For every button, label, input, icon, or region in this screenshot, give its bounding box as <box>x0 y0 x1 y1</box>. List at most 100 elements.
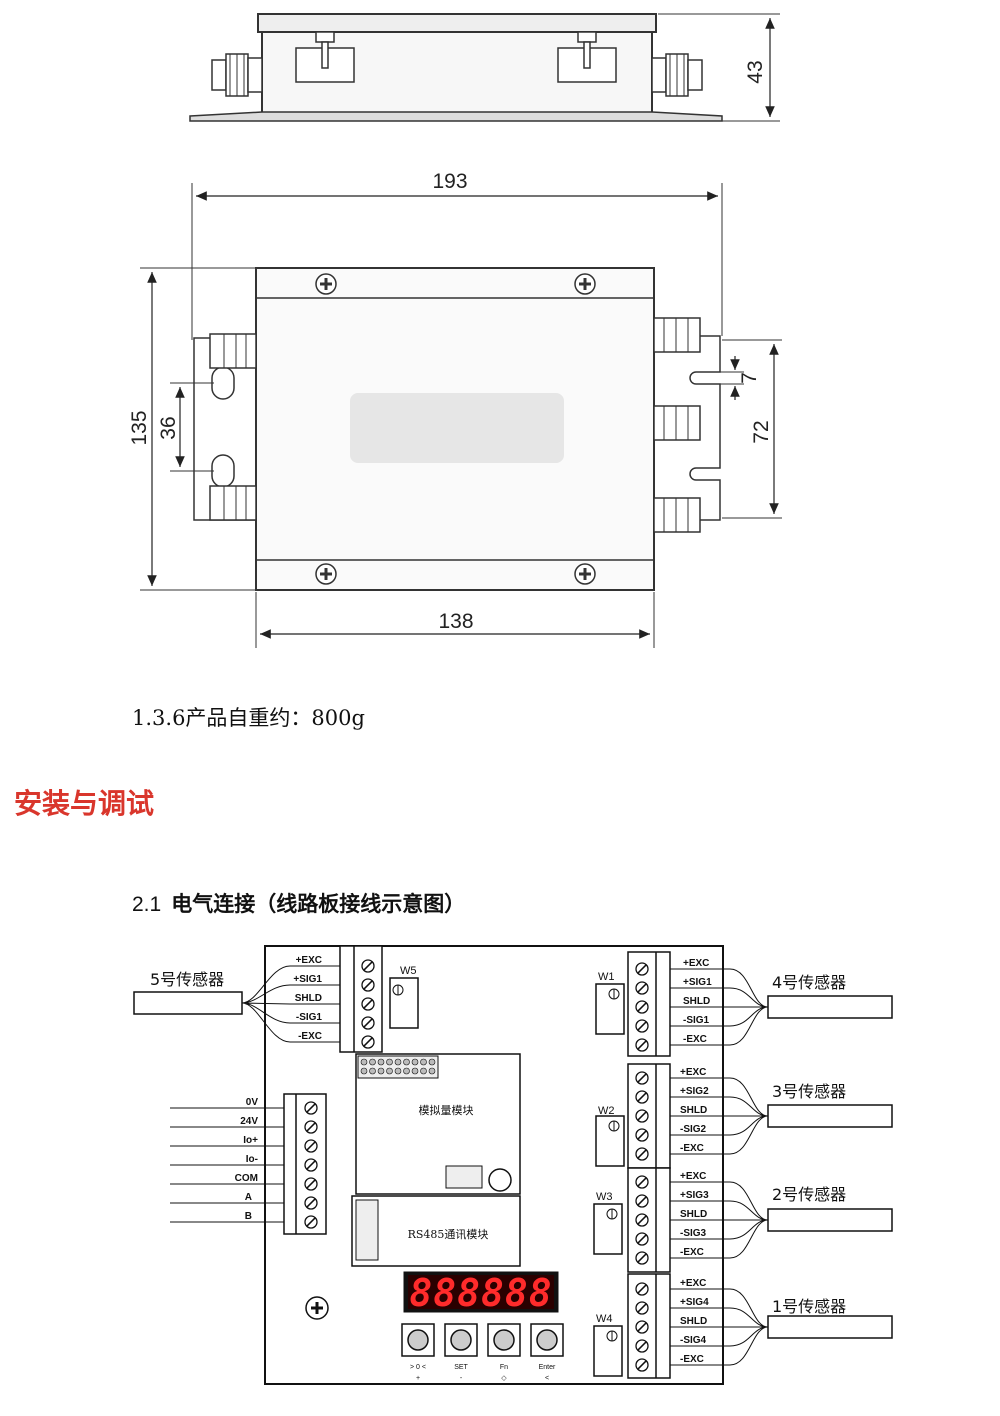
terminal-label: -SIG1 <box>296 1012 323 1023</box>
power-label: 24V <box>240 1116 258 1127</box>
header-pin <box>403 1067 410 1075</box>
terminal-screw-icon <box>635 1000 649 1014</box>
trimmer-w2: W2 <box>595 1105 625 1167</box>
terminal-label: SHLD <box>680 1316 707 1327</box>
terminal-screw-icon <box>304 1158 318 1172</box>
header-pin <box>360 1067 368 1075</box>
key-enter[interactable]: Enter < <box>530 1323 564 1382</box>
svg-text:W1: W1 <box>598 971 615 983</box>
svg-text:+: + <box>416 1375 420 1382</box>
svg-text:W4: W4 <box>596 1313 613 1325</box>
svg-text:<: < <box>545 1375 549 1382</box>
header-pin <box>428 1067 436 1075</box>
screw-icon <box>574 563 596 585</box>
mount-hole-icon <box>211 366 235 400</box>
svg-text:W2: W2 <box>598 1105 615 1117</box>
header-pin <box>377 1058 385 1066</box>
dim-width-body: 138 <box>438 610 473 633</box>
analog-module: 模拟量模块 <box>355 1053 521 1195</box>
sensor-cable-2: 2号传感器 <box>729 1181 893 1259</box>
terminal-label: +EXC <box>296 955 322 966</box>
key-set[interactable]: SET - <box>444 1323 478 1382</box>
terminal-block-5: +EXC +SIG1 SHLD -SIG1 -EXC <box>290 945 383 1053</box>
screw-icon <box>574 273 596 295</box>
svg-text:Fn: Fn <box>500 1364 508 1371</box>
terminal-screw-icon <box>304 1101 318 1115</box>
header-pin <box>386 1058 393 1066</box>
trimmer-w5: W5 <box>389 965 419 1029</box>
dim-height-total: 135 <box>128 410 151 445</box>
analog-module-label: 模拟量模块 <box>419 1103 474 1117</box>
terminal-screw-icon <box>635 1194 649 1208</box>
terminal-label: -SIG3 <box>680 1228 707 1239</box>
terminal-screw-icon <box>635 981 649 995</box>
terminal-label: +SIG2 <box>680 1086 709 1097</box>
header-pin <box>403 1058 410 1066</box>
sensor-label: 4号传感器 <box>772 973 846 992</box>
terminal-screw-icon <box>635 1213 649 1227</box>
terminal-screw-icon <box>635 1320 649 1334</box>
terminal-label: -EXC <box>680 1354 704 1365</box>
terminal-screw-icon <box>304 1139 318 1153</box>
header-pin <box>386 1067 393 1075</box>
header-pin <box>411 1058 419 1066</box>
ground-screw-icon <box>305 1296 329 1320</box>
sensor-label: 5号传感器 <box>150 970 224 989</box>
top-view: 193 <box>128 170 782 648</box>
key-zero[interactable]: > 0 < + <box>401 1323 435 1382</box>
terminal-label: +SIG1 <box>293 974 322 985</box>
terminal-label: +EXC <box>680 1171 706 1182</box>
power-label: COM <box>235 1173 258 1184</box>
terminal-label: +EXC <box>680 1067 706 1078</box>
dim-slot-pitch: 72 <box>750 420 773 443</box>
led-display: 888888 <box>403 1271 559 1315</box>
sensor-label: 2号传感器 <box>772 1185 846 1204</box>
power-label: Io+ <box>243 1135 258 1146</box>
terminal-label: SHLD <box>680 1105 707 1116</box>
power-terminal: 0V 24V Io+ Io- COM A B <box>170 1093 327 1235</box>
circuit-board: +EXC +SIG1 SHLD -SIG1 -EXC 5号传感器 W5 <box>133 945 893 1385</box>
label-plate <box>350 393 564 463</box>
terminal-screw-icon <box>635 1282 649 1296</box>
header-pin <box>369 1058 376 1066</box>
header-pin <box>360 1058 368 1066</box>
sensor-cable-1: 1号传感器 <box>729 1288 893 1366</box>
sensor-cable-3: 3号传感器 <box>729 1077 893 1155</box>
terminal-screw-icon <box>361 1016 375 1030</box>
terminal-screw-icon <box>635 1147 649 1161</box>
mount-hole-icon <box>211 454 235 488</box>
header-pin <box>394 1067 402 1075</box>
header-pin <box>369 1067 376 1075</box>
terminal-label: SHLD <box>683 996 710 1007</box>
terminal-screw-icon <box>304 1196 318 1210</box>
cable-gland-left-top <box>209 333 257 369</box>
terminal-screw-icon <box>635 1232 649 1246</box>
terminal-label: -EXC <box>298 1031 322 1042</box>
dim-height: 43 <box>744 60 767 83</box>
power-label: B <box>245 1211 252 1222</box>
key-fn[interactable]: Fn ◇ <box>487 1323 521 1382</box>
terminal-label: -EXC <box>683 1034 707 1045</box>
power-label: 0V <box>246 1097 259 1108</box>
terminal-label: +EXC <box>680 1278 706 1289</box>
terminal-label: +SIG3 <box>680 1190 709 1201</box>
trimmer-w1: W1 <box>595 971 625 1035</box>
sensor-cable-5: 5号传感器 <box>133 965 291 1043</box>
terminal-screw-icon <box>361 1035 375 1049</box>
terminal-screw-icon <box>361 959 375 973</box>
terminal-label: SHLD <box>295 993 322 1004</box>
cable-gland-right <box>651 53 703 97</box>
header-pin <box>420 1058 427 1066</box>
terminal-block-3: +EXC +SIG3 SHLD -SIG3 -EXC <box>627 1167 730 1273</box>
terminal-screw-icon <box>635 1358 649 1372</box>
display-digits: 888888 <box>409 1271 552 1315</box>
terminal-screw-icon <box>635 1109 649 1123</box>
trimmer-w4: W4 <box>593 1313 623 1377</box>
latch-right <box>557 31 617 83</box>
cable-gland-right-3 <box>653 497 701 533</box>
svg-text:-: - <box>460 1375 463 1382</box>
sensor-label: 1号传感器 <box>772 1297 846 1316</box>
sensor-cable-4: 4号传感器 <box>729 968 893 1046</box>
